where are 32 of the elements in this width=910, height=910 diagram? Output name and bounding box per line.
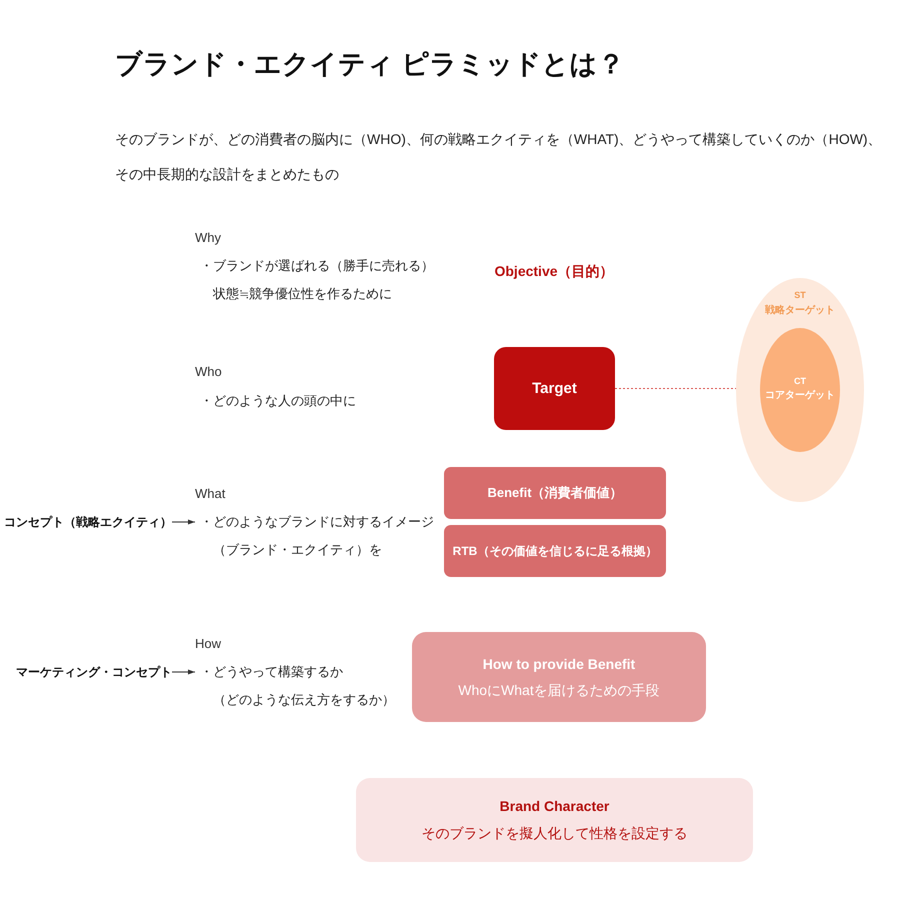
connector-line: [614, 388, 736, 389]
bullet-text: ・どうやって構築するか（どのような伝え方をするか）: [200, 663, 396, 709]
level-description: WhoにWhatを届けるための手段: [458, 681, 660, 700]
benefit-box: [444, 467, 666, 519]
concept-label: マーケティング・コンセプト: [16, 662, 172, 682]
target-abbreviation: ST: [794, 289, 806, 301]
pyramid-level-label: Benefit（消費者価値）: [487, 484, 623, 502]
how-box: [412, 632, 706, 722]
concept-label: コンセプト（戦略エクイティ）: [4, 512, 172, 532]
level-description: そのブランドを擬人化して性格を設定する: [422, 824, 688, 843]
target-abbreviation: CT: [794, 375, 806, 387]
bullet-text: ・どのようなブランドに対するイメージ（ブランド・エクイティ）を: [200, 513, 435, 559]
section-heading: What: [195, 485, 226, 503]
target-segment-label: コアターゲット: [765, 389, 835, 403]
section-heading: How: [195, 635, 222, 653]
arrow: [172, 520, 196, 524]
section-heading: Who: [195, 363, 222, 381]
target-segment-label: 戦略ターゲット: [765, 304, 835, 318]
rtb-box: [444, 525, 666, 577]
bullet-text: ・どのような人の頭の中に: [200, 392, 357, 410]
pyramid-level-label: RTB（その価値を信じるに足る根拠）: [452, 543, 658, 560]
arrow: [172, 670, 196, 674]
brand-character-box: [356, 778, 753, 862]
pyramid-level-label: Brand Character: [500, 797, 610, 816]
pyramid-level-label: Objective（目的）: [494, 262, 614, 281]
bullet-text: ・ブランドが選ばれる（勝手に売れる）状態≒競争優位性を作るために: [200, 257, 435, 303]
target-box: [494, 347, 615, 430]
pyramid-level-label: Target: [532, 378, 577, 398]
section-heading: Why: [195, 229, 221, 247]
page-title: ブランド・エクイティ ピラミッドとは？: [115, 48, 625, 81]
description-text: そのブランドが、どの消費者の脳内に（WHO)、何の戦略エクイティを（WHAT)、どうやって構築していくのか（HOW)、その中長期的な設計をまとめたもの: [115, 130, 883, 184]
pyramid-level-label: How to provide Benefit: [482, 655, 636, 674]
